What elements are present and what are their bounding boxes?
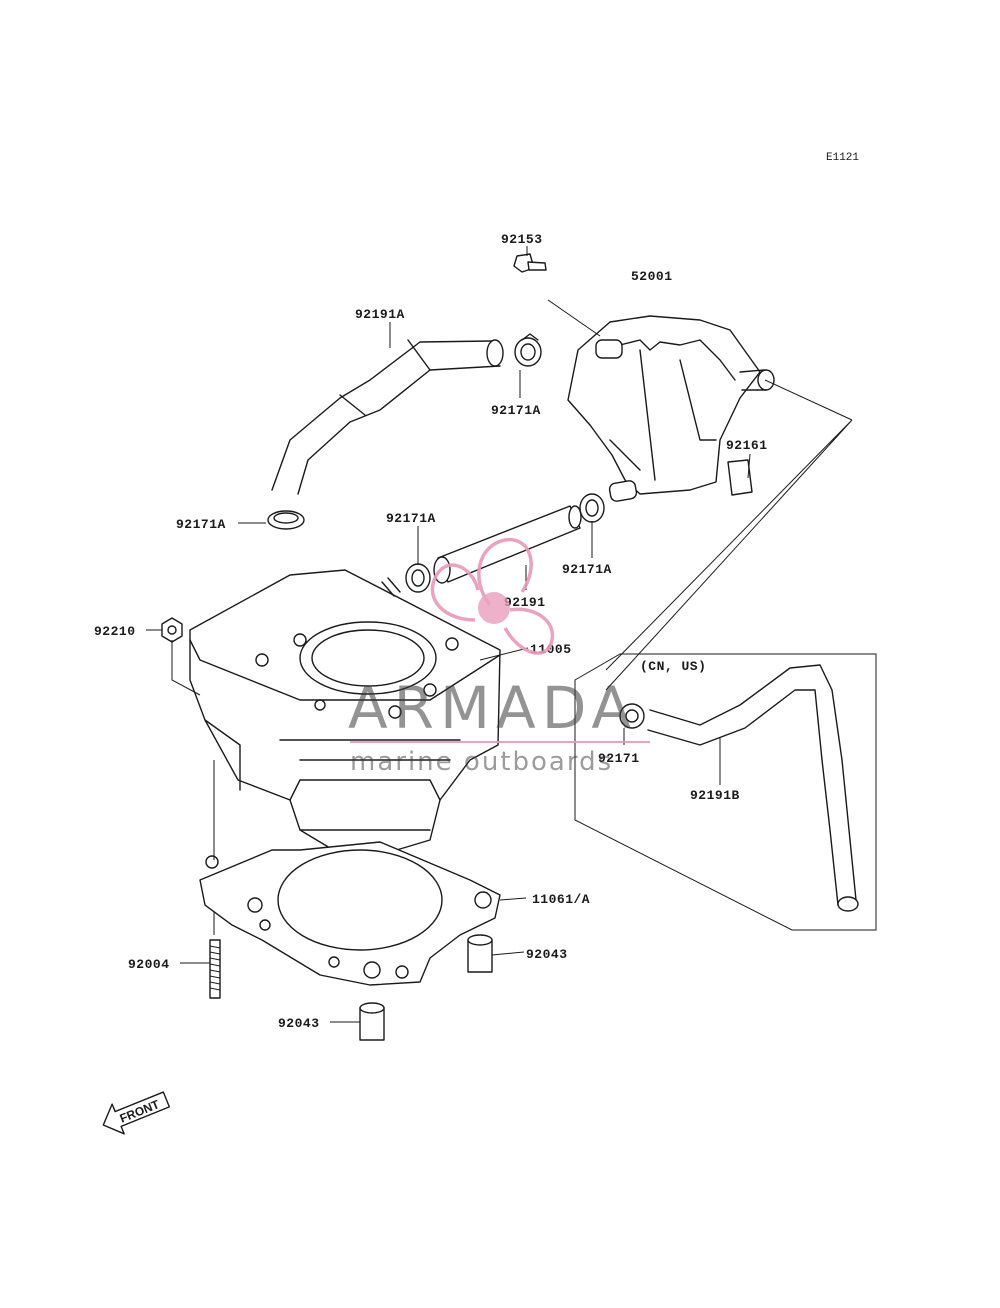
- label-92153: 92153: [501, 232, 543, 247]
- label-92043-right: 92043: [526, 947, 568, 962]
- label-92171A-left: 92171A: [176, 517, 226, 532]
- rubber-piece-92161[interactable]: [727, 459, 753, 496]
- inset-cn-us: [574, 379, 877, 931]
- gasket-11061A[interactable]: [199, 841, 501, 986]
- propeller-logo-icon: [430, 538, 555, 655]
- dowel-92043-right[interactable]: [467, 934, 493, 973]
- label-92171A-top: 92171A: [491, 403, 541, 418]
- nut-92210[interactable]: [161, 617, 183, 643]
- hose-92191B[interactable]: [647, 664, 859, 912]
- cylinder-11005[interactable]: [189, 569, 501, 856]
- bolt-92153[interactable]: [513, 253, 547, 273]
- label-92171A-mid: 92171A: [386, 511, 436, 526]
- label-92191B: 92191B: [690, 788, 740, 803]
- clamp-92171A-left[interactable]: [267, 510, 305, 530]
- air-suction-valve-52001[interactable]: [567, 315, 775, 502]
- hose-92191A[interactable]: [271, 339, 504, 495]
- clamp-92171[interactable]: [619, 703, 645, 729]
- label-92171A-right: 92171A: [562, 562, 612, 577]
- label-11061A: 11061/A: [532, 892, 590, 907]
- label-92210: 92210: [94, 624, 136, 639]
- label-inset-region: (CN, US): [640, 659, 706, 674]
- clamp-92171A-mid[interactable]: [405, 563, 431, 593]
- leader-lines: [146, 246, 751, 1023]
- label-92004: 92004: [128, 957, 170, 972]
- armada-watermark: ARMADA marine outboards: [348, 538, 650, 777]
- label-92171: 92171: [598, 751, 640, 766]
- hose-92191[interactable]: [433, 505, 582, 584]
- label-92161: 92161: [726, 438, 768, 453]
- watermark-tagline: marine outboards: [350, 747, 613, 777]
- front-arrow-icon: FRONT: [102, 1091, 171, 1135]
- diagram-code: E1121: [826, 152, 859, 164]
- clamp-92171A-right[interactable]: [579, 493, 605, 523]
- label-92191: 92191: [504, 595, 546, 610]
- dowel-92043-left[interactable]: [359, 1002, 385, 1041]
- stud-bolt-92004[interactable]: [209, 939, 221, 999]
- clamp-92171A-top[interactable]: [514, 333, 542, 367]
- label-52001: 52001: [631, 269, 673, 284]
- label-92191A: 92191A: [355, 307, 405, 322]
- label-92043-left: 92043: [278, 1016, 320, 1031]
- watermark-brand: ARMADA: [348, 674, 637, 742]
